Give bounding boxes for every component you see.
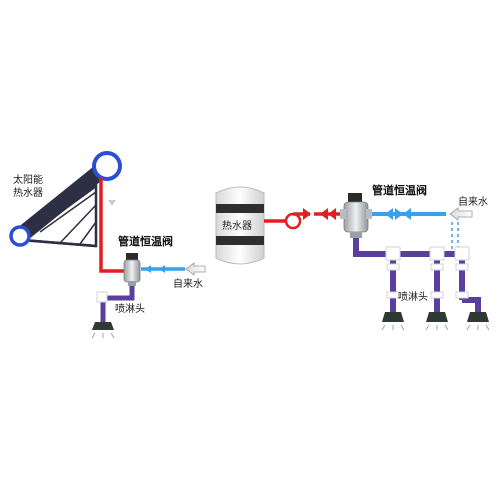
hot-pipe-left	[99, 178, 124, 273]
flow-arrow	[108, 200, 116, 206]
flow-arrow	[145, 265, 151, 273]
valve-label-left: 管道恒温阀	[118, 234, 173, 248]
thermostatic-valve-icon	[340, 193, 372, 238]
tap-water-arrow-icon	[449, 207, 473, 221]
shower-label-right: 喷淋头	[398, 290, 428, 303]
water-heater-system-right: 热水器 管道恒温阀 自来水	[215, 183, 490, 331]
shower-head-icon	[466, 312, 490, 331]
mixed-pipe-left	[100, 286, 135, 322]
solar-system-left: 太阳能 热水器 自来水 管道恒温阀 喷淋头	[9, 151, 206, 339]
flow-arrow	[303, 208, 311, 220]
flow-arrow	[385, 208, 393, 220]
shower-head-icon	[91, 322, 115, 339]
check-valve-icon	[395, 208, 411, 220]
solar-collector-icon	[9, 151, 122, 248]
solar-heater-label-1: 太阳能	[13, 173, 43, 186]
tap-water-label-right: 自来水	[458, 195, 488, 208]
tap-water-label-left: 自来水	[173, 277, 203, 290]
pipe-fittings	[385, 246, 470, 299]
solar-heater-label-2: 热水器	[13, 186, 43, 199]
flow-arrow	[328, 208, 336, 220]
flow-arrow	[320, 208, 328, 220]
shower-head-icon	[425, 312, 449, 331]
flow-arrow	[159, 265, 165, 273]
shower-head-icon	[381, 312, 405, 331]
thermostatic-valve-icon	[123, 253, 141, 286]
tap-water-arrow-icon	[185, 262, 206, 276]
water-heater-tank-icon	[215, 186, 265, 265]
water-heater-label: 热水器	[222, 219, 252, 232]
shower-label-left: 喷淋头	[115, 302, 145, 315]
valve-label-right: 管道恒温阀	[372, 183, 427, 197]
pump-circle-icon	[284, 212, 302, 230]
